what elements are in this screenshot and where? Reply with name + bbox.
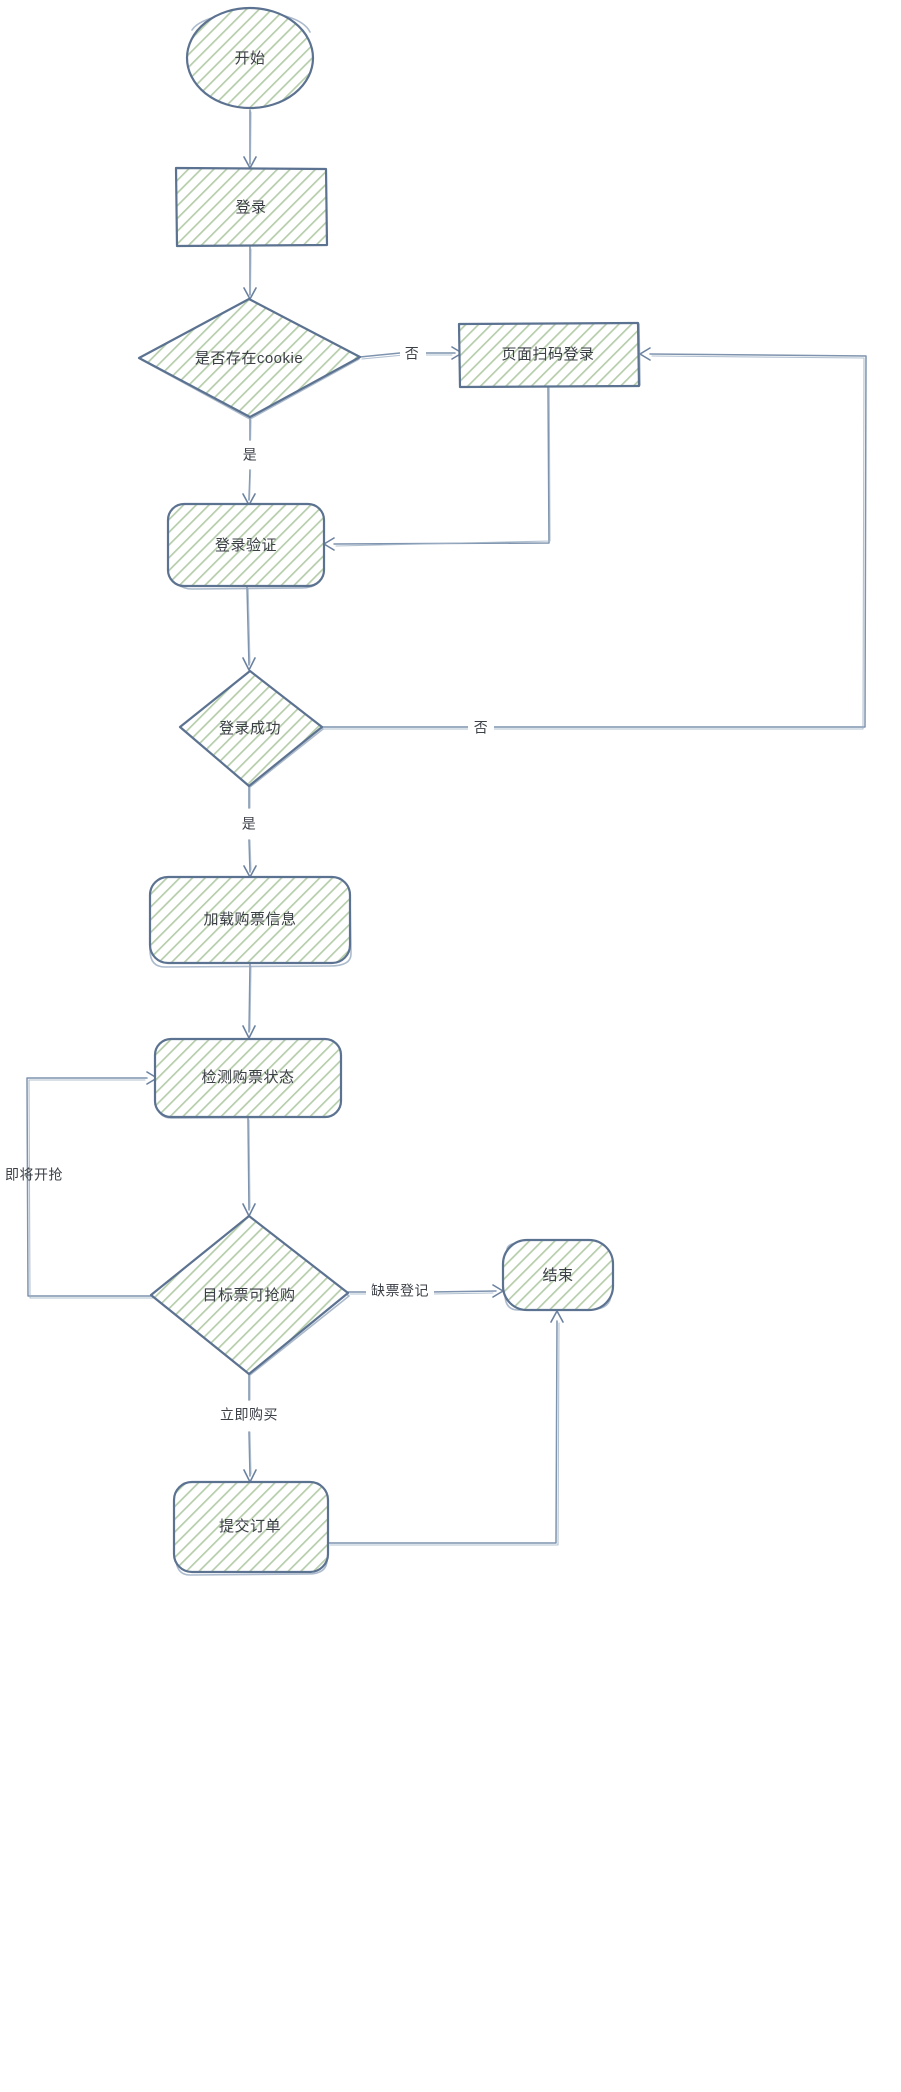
node-login-ok[interactable]: 登录成功: [178, 669, 324, 788]
node-label-start: 开始: [234, 50, 265, 67]
node-label-login-ok: 登录成功: [219, 720, 281, 737]
node-label-submit: 提交订单: [219, 1517, 281, 1535]
node-load-info[interactable]: 加载购票信息: [148, 875, 352, 968]
edge-scan-to-verify: [323, 385, 551, 551]
edge-verify-to-loginok: [242, 586, 256, 671]
edge-label-cookie-no: 否: [405, 346, 420, 362]
edge-loadinfo-to-check: [242, 963, 256, 1039]
node-has-cookie[interactable]: 是否存在cookie: [137, 297, 362, 420]
node-label-can-buy: 目标票可抢购: [202, 1286, 295, 1304]
node-can-buy[interactable]: 目标票可抢购: [149, 1214, 350, 1376]
edge-login-to-cookie: [243, 246, 257, 300]
node-login[interactable]: 登录: [174, 166, 329, 248]
node-scan-login[interactable]: 页面扫码登录: [457, 321, 641, 389]
edge-canbuy-to-end: 缺票登记: [347, 1282, 504, 1302]
node-label-verify: 登录验证: [215, 537, 277, 554]
edge-label-cookie-yes: 是: [243, 447, 258, 463]
edge-loginok-to-loadinfo: 是: [242, 785, 257, 878]
edge-submit-to-end: [327, 1310, 564, 1546]
node-end[interactable]: 结束: [501, 1238, 615, 1312]
edge-label-canbuy-soon: 即将开抢: [5, 1167, 63, 1183]
edge-label-canbuy-buy: 立即购买: [220, 1407, 278, 1423]
edge-cookie-to-verify: 是: [242, 417, 258, 506]
edge-label-bg: [366, 1282, 434, 1302]
edge-loginok-to-scan: 否: [321, 347, 867, 738]
node-label-end: 结束: [542, 1267, 573, 1284]
node-label-has-cookie: 是否存在cookie: [195, 350, 303, 367]
edge-canbuy-to-submit: 立即购买: [220, 1373, 278, 1483]
node-verify[interactable]: 登录验证: [166, 502, 326, 590]
edge-label-loginok-no: 否: [474, 720, 489, 736]
edge-canbuy-to-check: 即将开抢: [5, 1071, 158, 1299]
edge-label-bg: [468, 718, 494, 738]
node-check-state[interactable]: 检测购票状态: [153, 1037, 343, 1119]
node-label-scan-login: 页面扫码登录: [501, 346, 594, 363]
edge-start-to-login: [243, 109, 257, 169]
nodes-layer: 开始 登录 是否存在cookie 页面扫码登录 登录验证: [137, 6, 641, 1576]
node-label-check-state: 检测购票状态: [201, 1069, 294, 1086]
edges-layer: 否 是 否: [5, 109, 867, 1546]
node-label-login: 登录: [235, 199, 266, 216]
node-label-load-info: 加载购票信息: [203, 911, 296, 928]
edge-cookie-to-scan: 否: [359, 344, 463, 364]
edge-label-loginok-yes: 是: [242, 816, 257, 832]
edge-check-to-canbuy: [242, 1117, 256, 1217]
node-start[interactable]: 开始: [185, 6, 315, 110]
node-submit[interactable]: 提交订单: [172, 1480, 330, 1576]
edge-label-canbuy-noticket: 缺票登记: [371, 1283, 429, 1299]
edge-label-bg: [400, 344, 426, 364]
